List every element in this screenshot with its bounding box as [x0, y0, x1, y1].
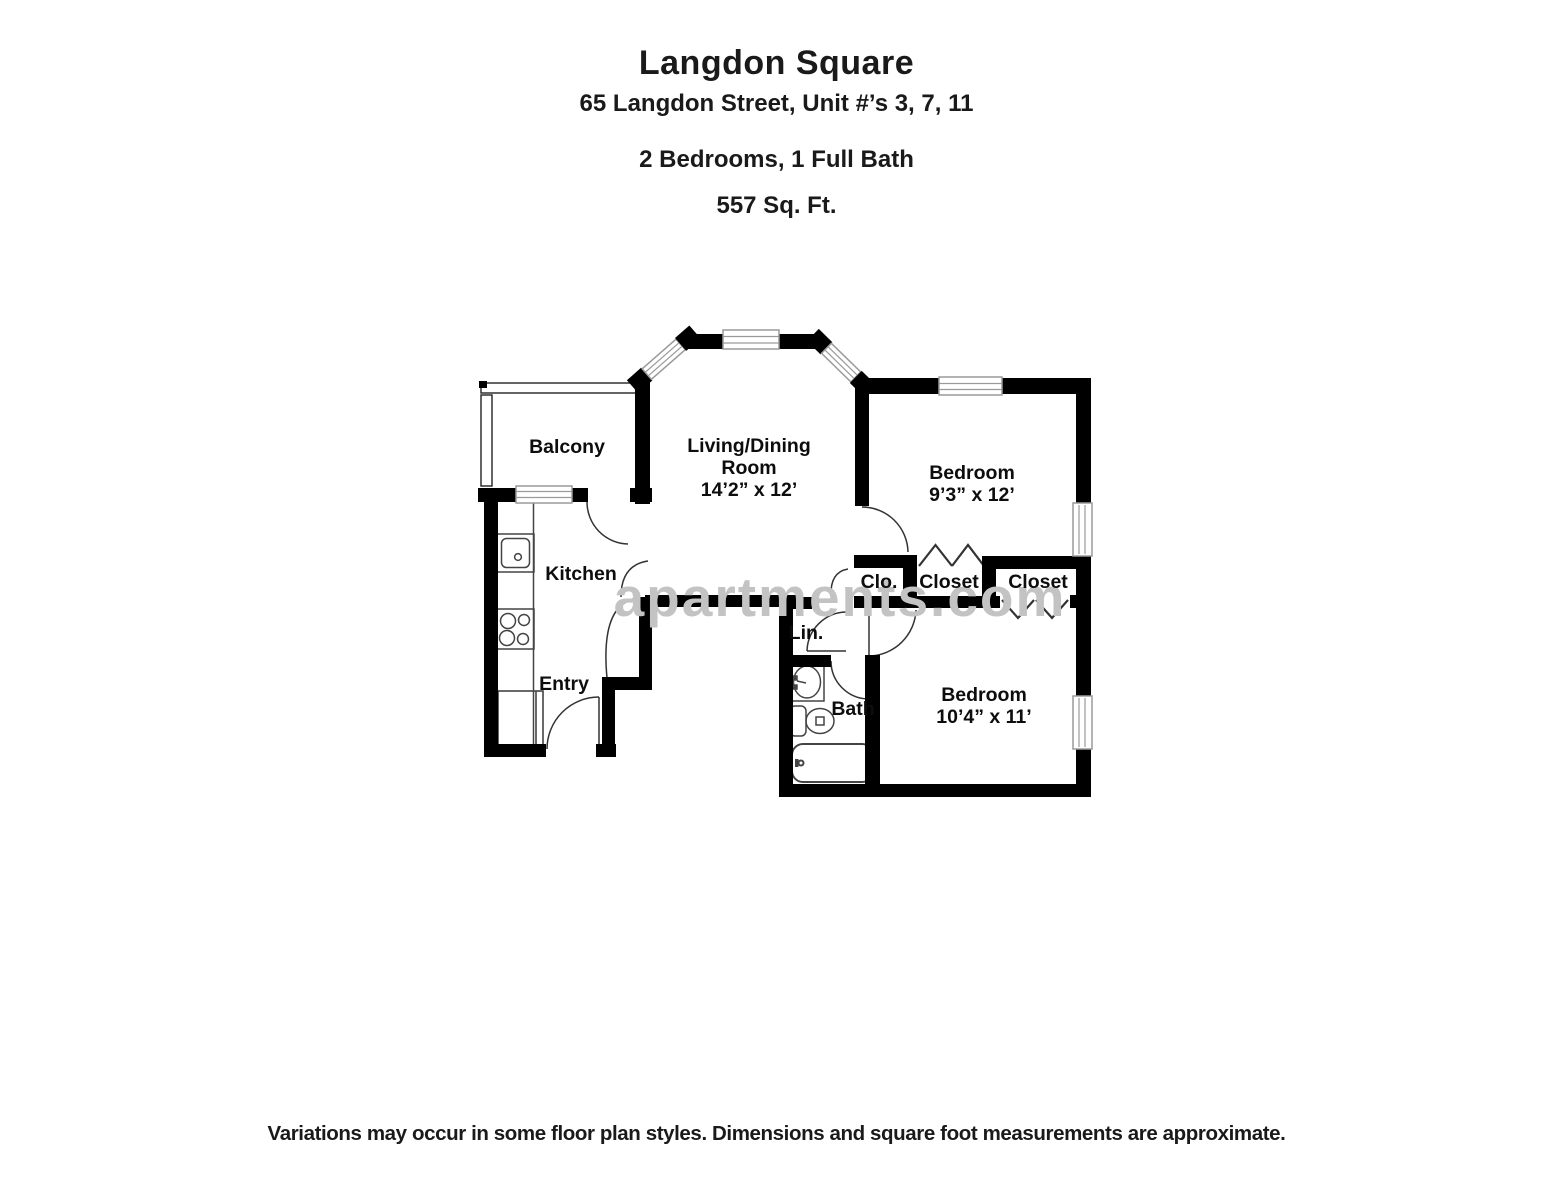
page-title: Langdon Square: [638, 44, 915, 82]
linen-label: Lin.: [789, 622, 824, 644]
closet2-bifold-doors: [1001, 599, 1069, 620]
living-room-label-line1: Living/Dining: [687, 435, 810, 457]
refrigerator: [497, 690, 544, 746]
stove: [496, 608, 535, 650]
square-footage: 557 Sq. Ft.: [716, 192, 837, 219]
disclaimer: Variations may occur in some floor plan …: [267, 1122, 1286, 1145]
living-door-arc: [620, 560, 649, 598]
bedroom1-side-window: [1072, 502, 1093, 557]
toilet: [789, 705, 835, 737]
bay-window-right: [806, 328, 876, 397]
entry-door: [546, 696, 600, 750]
living-room-dimensions: 14’2” x 12’: [701, 479, 798, 501]
kitchen-door-arc: [605, 597, 639, 679]
closet2-label: Closet: [1008, 571, 1068, 593]
bedroom2-side-window: [1072, 695, 1093, 750]
balcony-label: Balcony: [529, 436, 605, 458]
address-line: 65 Langdon Street, Unit #’s 3, 7, 11: [579, 90, 974, 117]
bay-top-window: [722, 329, 780, 350]
bath-door-arc: [830, 660, 869, 700]
closet1-bifold-doors: [918, 543, 985, 567]
balcony-door-arc: [586, 501, 629, 545]
watermark: apartments.com: [614, 566, 1067, 628]
bed-bath-summary: 2 Bedrooms, 1 Full Bath: [639, 146, 914, 173]
bedroom1-door-arc: [861, 506, 909, 553]
walls: [478, 334, 1091, 797]
kitchen-label: Kitchen: [545, 563, 617, 585]
balcony-window: [515, 485, 573, 504]
bay-window-left: [626, 325, 701, 393]
clo-label: Clo.: [861, 571, 898, 593]
clo-door-arc: [830, 568, 849, 597]
closet1-label: Closet: [919, 571, 979, 593]
entry-label: Entry: [539, 673, 589, 695]
bath-label: Bath: [831, 698, 874, 720]
bedroom1-label: Bedroom: [929, 462, 1015, 484]
bedroom1-top-window: [938, 376, 1003, 396]
bedroom1-dimensions: 9’3” x 12’: [929, 484, 1015, 506]
bedroom2-dimensions: 10’4” x 11’: [936, 706, 1031, 728]
bath-vanity-sink: [788, 662, 825, 702]
kitchen-sink: [496, 533, 535, 573]
linen-door: [806, 611, 847, 652]
bedroom2-label: Bedroom: [941, 684, 1027, 706]
balcony-railing: [479, 381, 639, 487]
door-swings: [546, 501, 917, 750]
living-room-label-line2: Room: [721, 457, 776, 479]
bathtub: [791, 743, 874, 783]
